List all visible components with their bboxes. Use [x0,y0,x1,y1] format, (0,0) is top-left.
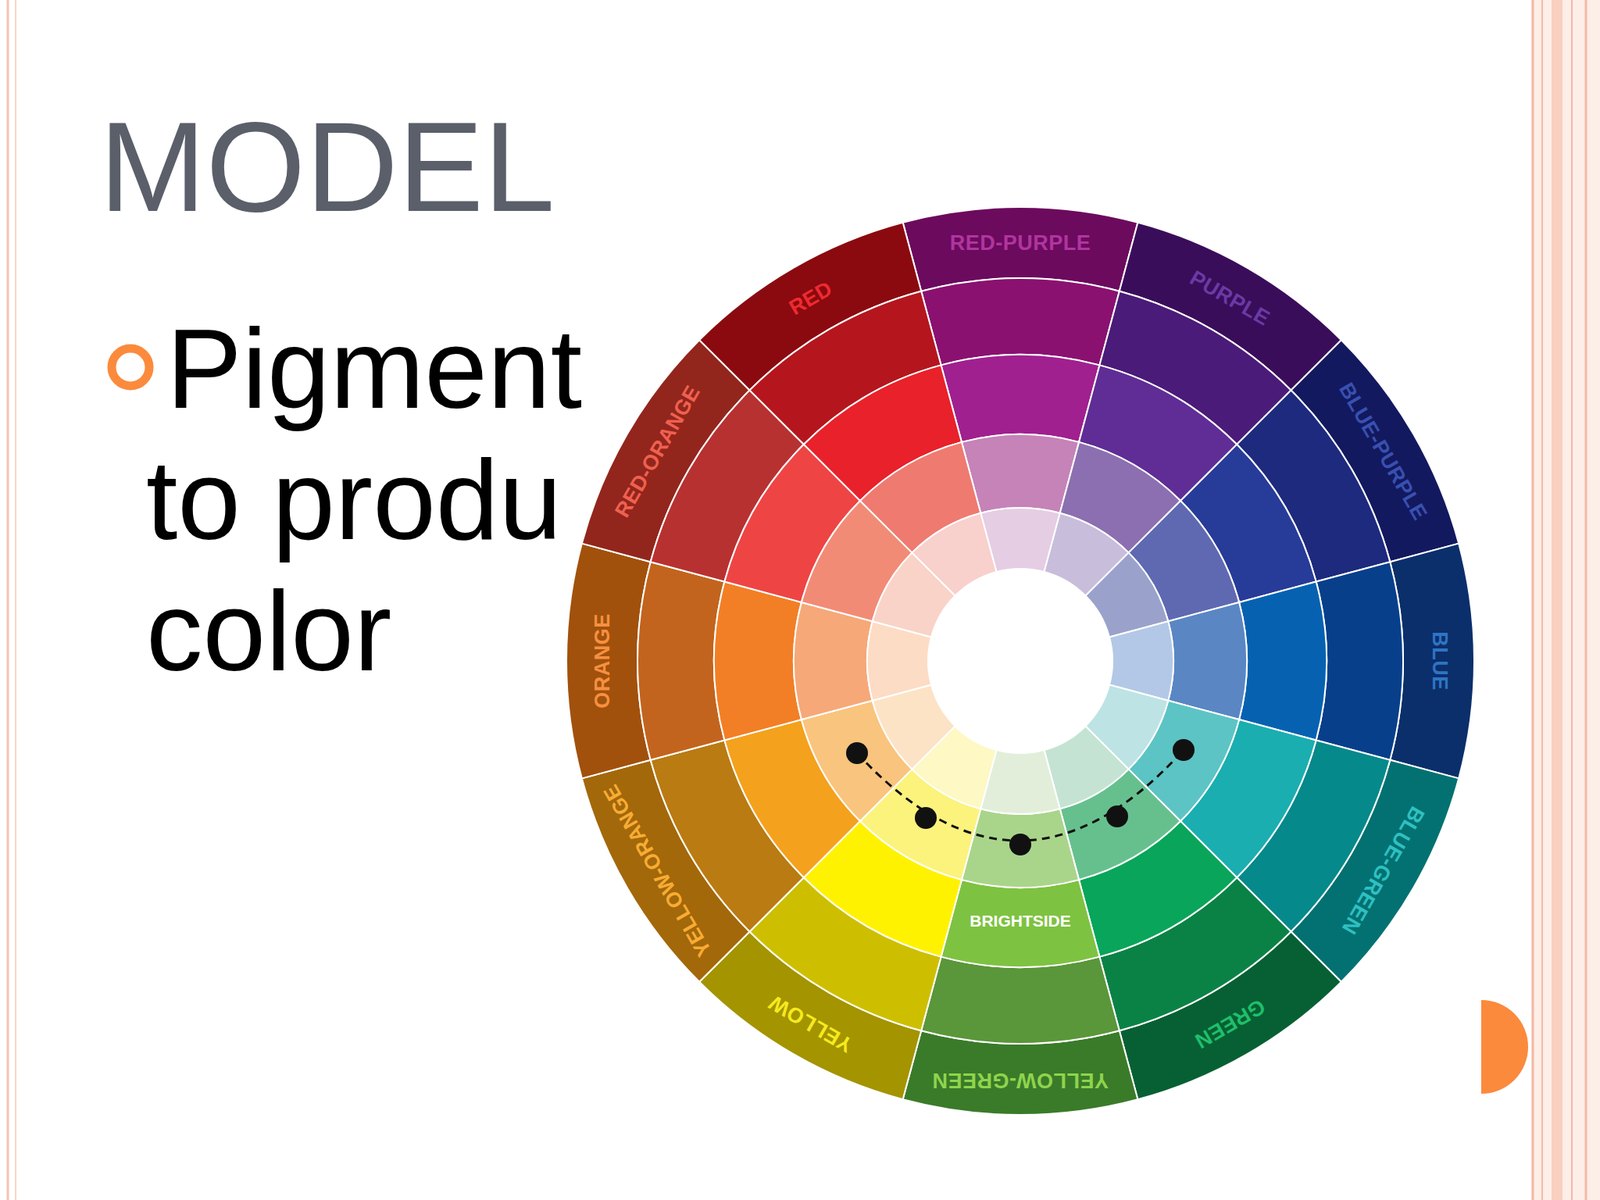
wheel-segment [961,434,1079,514]
wheel-segment [921,278,1120,365]
hue-label: BLUE [1428,631,1450,691]
wheel-segment [941,354,1100,443]
wheel-segment [1167,602,1247,720]
wheel-segment [1316,561,1404,761]
hue-label: ORANGE [591,613,613,709]
wheel-segment [793,602,873,720]
hue-label: YELLOW-GREEN [932,1068,1109,1090]
bullet-text: Pigment to produ color [146,303,654,697]
harmony-dot [846,742,868,765]
slide-title: MODEL [99,103,555,232]
wheel-segment [941,879,1100,968]
wheel-center [928,568,1113,754]
wheel-segment [714,582,802,741]
harmony-dot [1009,833,1032,856]
wheel-segment [1239,582,1327,741]
harmony-dot [1106,805,1129,828]
brand-label: BRIGHTSIDE [969,912,1072,929]
harmony-arc [857,750,1184,841]
harmony-dot [1172,739,1195,761]
hue-label: RED-PURPLE [950,232,1092,254]
harmony-dot [914,807,937,829]
wheel-segment [637,561,725,761]
wheel-segment [921,957,1120,1044]
wheel-segment [961,808,1079,888]
